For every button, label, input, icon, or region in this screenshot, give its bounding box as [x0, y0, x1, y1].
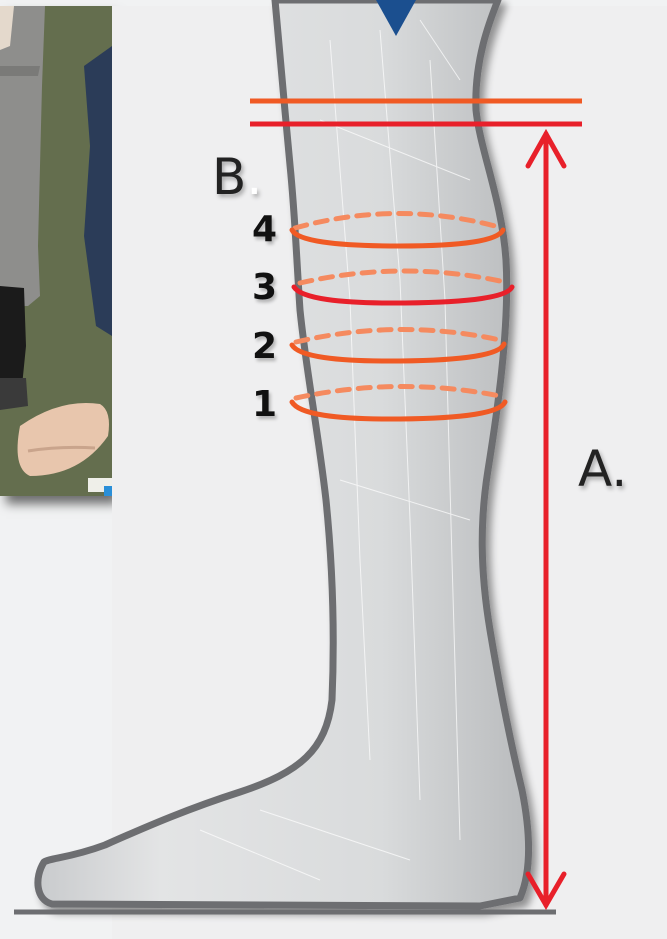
point-label-3: 3	[252, 270, 277, 306]
point-label-4: 4	[252, 212, 277, 248]
circumference-label-b: B.	[212, 152, 262, 202]
point-label-1: 1	[252, 387, 277, 423]
point-label-2: 2	[252, 329, 277, 365]
height-label-a: A.	[578, 444, 627, 494]
